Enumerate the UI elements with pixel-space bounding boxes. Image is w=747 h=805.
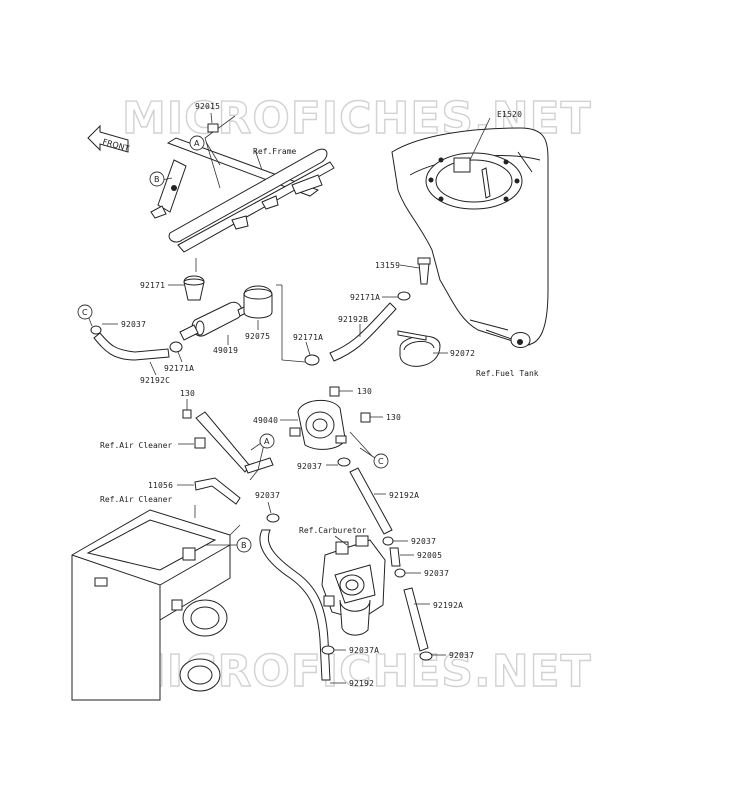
part-92171-clamp (183, 275, 205, 301)
label-92192a-upper: 92192A (389, 491, 419, 500)
label-92171a-mid: 92171A (293, 333, 323, 342)
part-92037-bottom (419, 651, 433, 661)
callout-c-left: C (77, 304, 93, 320)
label-92037-carb-mid: 92037 (424, 569, 449, 578)
callout-b-lower: B (236, 537, 252, 553)
callout-a-lower: A (259, 433, 275, 449)
label-92192c: 92192C (140, 376, 170, 385)
ref-air-cleaner-2: Ref.Air Cleaner (100, 495, 172, 504)
label-92037-left-hose: 92037 (255, 491, 280, 500)
part-92192a-upper (349, 467, 393, 535)
part-92037-carb-mid (394, 568, 406, 578)
callout-c-lower: C (373, 453, 389, 469)
label-92037-left: 92037 (121, 320, 146, 329)
part-92171a-left (169, 341, 183, 353)
label-92037-carb-top: 92037 (411, 537, 436, 546)
label-13159: 13159 (375, 261, 400, 270)
label-92192: 92192 (349, 679, 374, 688)
bolt-130-b (182, 399, 192, 419)
label-92037-pump: 92037 (297, 462, 322, 471)
label-49040: 49040 (253, 416, 278, 425)
part-92075-damper (243, 285, 273, 319)
svg-text:B: B (241, 541, 247, 550)
frame-drawing (150, 137, 335, 253)
label-92005: 92005 (417, 551, 442, 560)
part-49040-pump (289, 399, 347, 450)
label-130-right: 130 (386, 413, 401, 422)
part-92037-left-clamp (266, 513, 280, 523)
svg-text:C: C (378, 457, 384, 466)
svg-text:B: B (154, 175, 160, 184)
part-92072-band (397, 330, 441, 367)
label-92075: 92075 (245, 332, 270, 341)
part-92192c-hose (90, 325, 170, 361)
svg-text:C: C (82, 308, 88, 317)
part-92192-hose (259, 529, 331, 681)
callout-b-upper: B (149, 171, 165, 187)
part-13159 (417, 257, 431, 285)
part-92037-carb-top (382, 536, 394, 546)
part-49019-filter (179, 301, 253, 341)
label-92171a-upper: 92171A (350, 293, 380, 302)
callout-a-upper: A (189, 135, 205, 151)
air-cleaner-drawing (71, 509, 231, 701)
svg-text:A: A (194, 139, 200, 148)
part-92005-fitting (389, 547, 401, 567)
part-92192b-hose (329, 302, 397, 362)
label-92192b: 92192B (338, 315, 368, 324)
ref-fuel-tank: Ref.Fuel Tank (476, 369, 539, 378)
fuel-tank-drawing (391, 127, 549, 348)
label-49019: 49019 (213, 346, 238, 355)
part-92171a-upper (397, 291, 411, 301)
part-92192a-lower (403, 587, 429, 652)
ref-air-cleaner-1: Ref.Air Cleaner (100, 441, 172, 450)
label-92171a-left: 92171A (164, 364, 194, 373)
part-92015 (207, 123, 219, 133)
ref-carburetor: Ref.Carburetor (299, 526, 367, 535)
bolt-130-c (360, 412, 383, 423)
part-11056-bracket (194, 411, 274, 505)
part-92037-pump (337, 457, 351, 467)
label-92072: 92072 (450, 349, 475, 358)
part-92171a-mid (304, 354, 320, 366)
label-92015: 92015 (195, 102, 220, 111)
ref-frame: Ref.Frame (253, 147, 297, 156)
label-92037-bottom: 92037 (449, 651, 474, 660)
label-130-top: 130 (357, 387, 372, 396)
label-92037a: 92037A (349, 646, 379, 655)
carburetor-drawing (321, 535, 386, 636)
label-11056: 11056 (148, 481, 173, 490)
bolt-130-a (329, 386, 353, 397)
label-92192a-lower: 92192A (433, 601, 463, 610)
svg-text:A: A (264, 437, 270, 446)
label-92171: 92171 (140, 281, 165, 290)
label-130-left: 130 (180, 389, 195, 398)
section-code: E1520 (497, 110, 522, 119)
part-92037a (321, 645, 335, 655)
